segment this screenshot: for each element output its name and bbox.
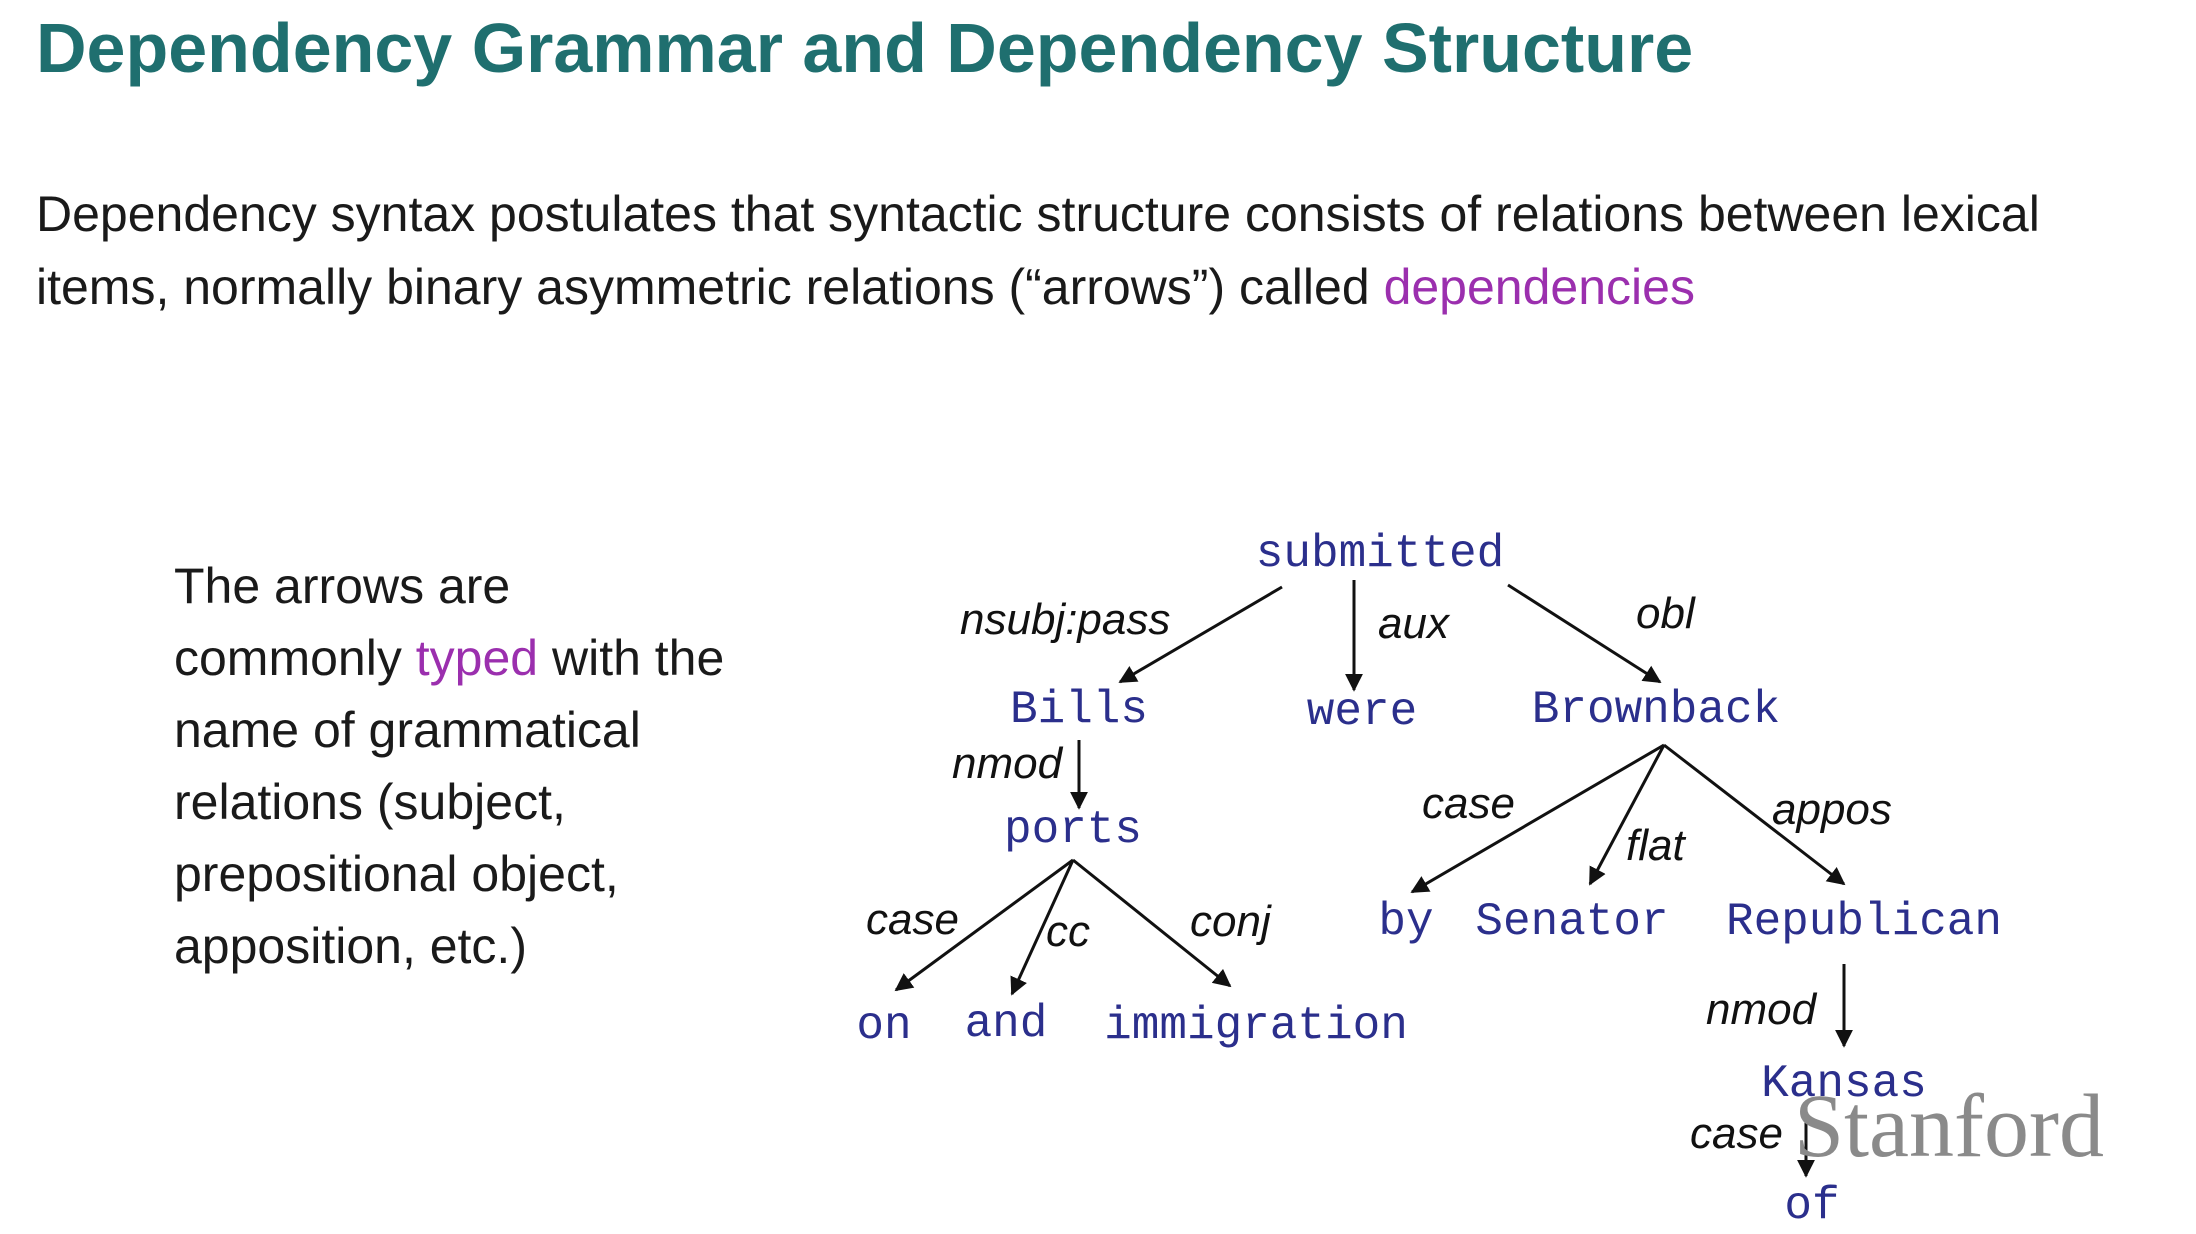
word-bills: Bills bbox=[1010, 684, 1148, 736]
edge-brownback-republican bbox=[1663, 743, 1846, 886]
side-note-before: The arrows are commonly bbox=[174, 558, 511, 686]
intro-text: Dependency syntax postulates that syntac… bbox=[36, 186, 2040, 315]
tree-relation-labels: nsubj:pass aux obl nmod case cc conj cas… bbox=[866, 589, 1892, 1158]
edge-brownback-senator bbox=[1588, 744, 1666, 886]
word-brownback: Brownback bbox=[1532, 684, 1780, 736]
side-note-highlight: typed bbox=[415, 630, 539, 686]
edge-ports-on bbox=[894, 858, 1074, 992]
word-and: and bbox=[965, 998, 1048, 1050]
intro-highlight-term: dependencies bbox=[1383, 259, 1695, 315]
word-by: by bbox=[1378, 896, 1433, 948]
relation-flat: flat bbox=[1626, 821, 1686, 870]
word-republican: Republican bbox=[1726, 896, 2002, 948]
relation-aux: aux bbox=[1378, 599, 1451, 648]
stanford-logo: Stanford bbox=[1794, 1077, 2104, 1176]
relation-obl: obl bbox=[1636, 589, 1696, 638]
relation-conj: conj bbox=[1190, 897, 1272, 946]
relation-cc: cc bbox=[1046, 907, 1090, 956]
edge-submitted-brownback bbox=[1507, 583, 1662, 684]
edge-brownback-by bbox=[1410, 743, 1665, 894]
word-were: were bbox=[1307, 686, 1417, 738]
word-submitted: submitted bbox=[1256, 528, 1504, 580]
tree-words: submitted Bills were Brownback ports on … bbox=[856, 528, 2002, 1232]
relation-nsubj-pass: nsubj:pass bbox=[960, 595, 1170, 644]
side-note: The arrows are commonly typed with the n… bbox=[174, 550, 734, 982]
word-on: on bbox=[856, 1000, 911, 1052]
word-ports: ports bbox=[1004, 804, 1142, 856]
word-senator: Senator bbox=[1475, 896, 1668, 948]
edge-submitted-bills bbox=[1118, 585, 1283, 684]
tree-edges bbox=[894, 580, 1853, 1178]
word-immigration: immigration bbox=[1104, 1000, 1408, 1052]
relation-nmod-kansas: nmod bbox=[1706, 985, 1818, 1034]
slide-title: Dependency Grammar and Dependency Struct… bbox=[36, 9, 1694, 87]
edge-ports-and bbox=[1010, 859, 1075, 996]
relation-case-by: case bbox=[1422, 779, 1515, 828]
relation-case-on: case bbox=[866, 895, 959, 944]
relation-case-of: case bbox=[1690, 1109, 1783, 1158]
relation-appos: appos bbox=[1772, 785, 1892, 834]
side-note-after: with the name of grammatical relations (… bbox=[174, 630, 725, 974]
word-of: of bbox=[1784, 1180, 1839, 1232]
relation-nmod-bills: nmod bbox=[952, 739, 1064, 788]
intro-paragraph: Dependency syntax postulates that syntac… bbox=[36, 178, 2176, 324]
word-kansas: Kansas bbox=[1761, 1058, 1927, 1110]
edge-ports-immigration bbox=[1072, 858, 1232, 988]
